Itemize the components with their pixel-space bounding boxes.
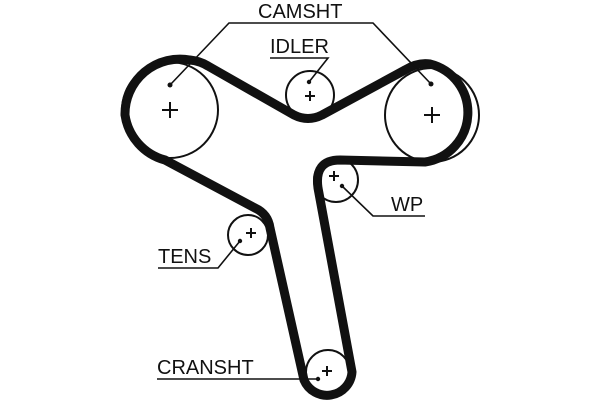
water-pump-label: WP [391,194,423,216]
camshaft-label: CAMSHT [258,1,342,23]
tensioner-leader [158,240,241,269]
crankshaft-label: CRANSHT [157,357,254,379]
water-pump-pulley [313,157,359,203]
camshaft-left-pulley [121,61,219,159]
crankshaft-pulley [305,349,351,395]
camshaft-leader [169,22,432,86]
tensioner-label: TENS [158,246,211,268]
idler-label: IDLER [270,36,329,58]
water-pump-leader [341,185,425,217]
idler-leader [270,57,330,83]
idler-pulley [285,70,335,120]
timing-belt [120,54,473,400]
